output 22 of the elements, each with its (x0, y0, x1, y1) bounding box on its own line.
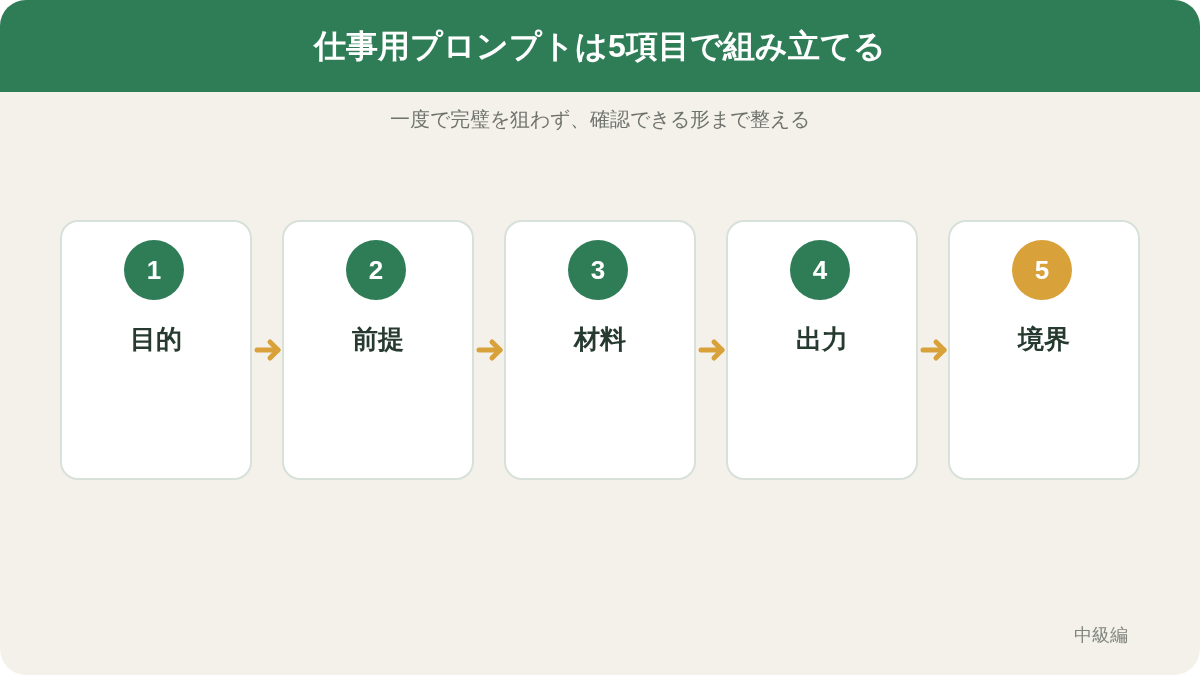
arrow (254, 339, 281, 361)
step-card (948, 220, 1140, 480)
step-label: 目的 (130, 323, 182, 356)
step-number: 4 (790, 240, 850, 300)
subtitle: 一度で完璧を狙わず、確認できる形まで整える (390, 107, 810, 132)
step-card (504, 220, 696, 480)
arrow (920, 339, 947, 361)
step-number: 1 (124, 240, 184, 300)
title: 仕事用プロンプトは5項目で組み立てる (314, 27, 886, 66)
arrow (698, 339, 725, 361)
step-label: 材料 (574, 323, 626, 356)
step-number: 5 (1012, 240, 1072, 300)
arrow (476, 339, 503, 361)
step-card (726, 220, 918, 480)
step-label: 境界 (1018, 323, 1070, 356)
step-number: 3 (568, 240, 628, 300)
step-number: 2 (346, 240, 406, 300)
footer-text: 中級編 (1074, 624, 1128, 647)
step-card (60, 220, 252, 480)
step-label: 前提 (352, 323, 404, 356)
step-label: 出力 (796, 323, 848, 356)
step-card (282, 220, 474, 480)
